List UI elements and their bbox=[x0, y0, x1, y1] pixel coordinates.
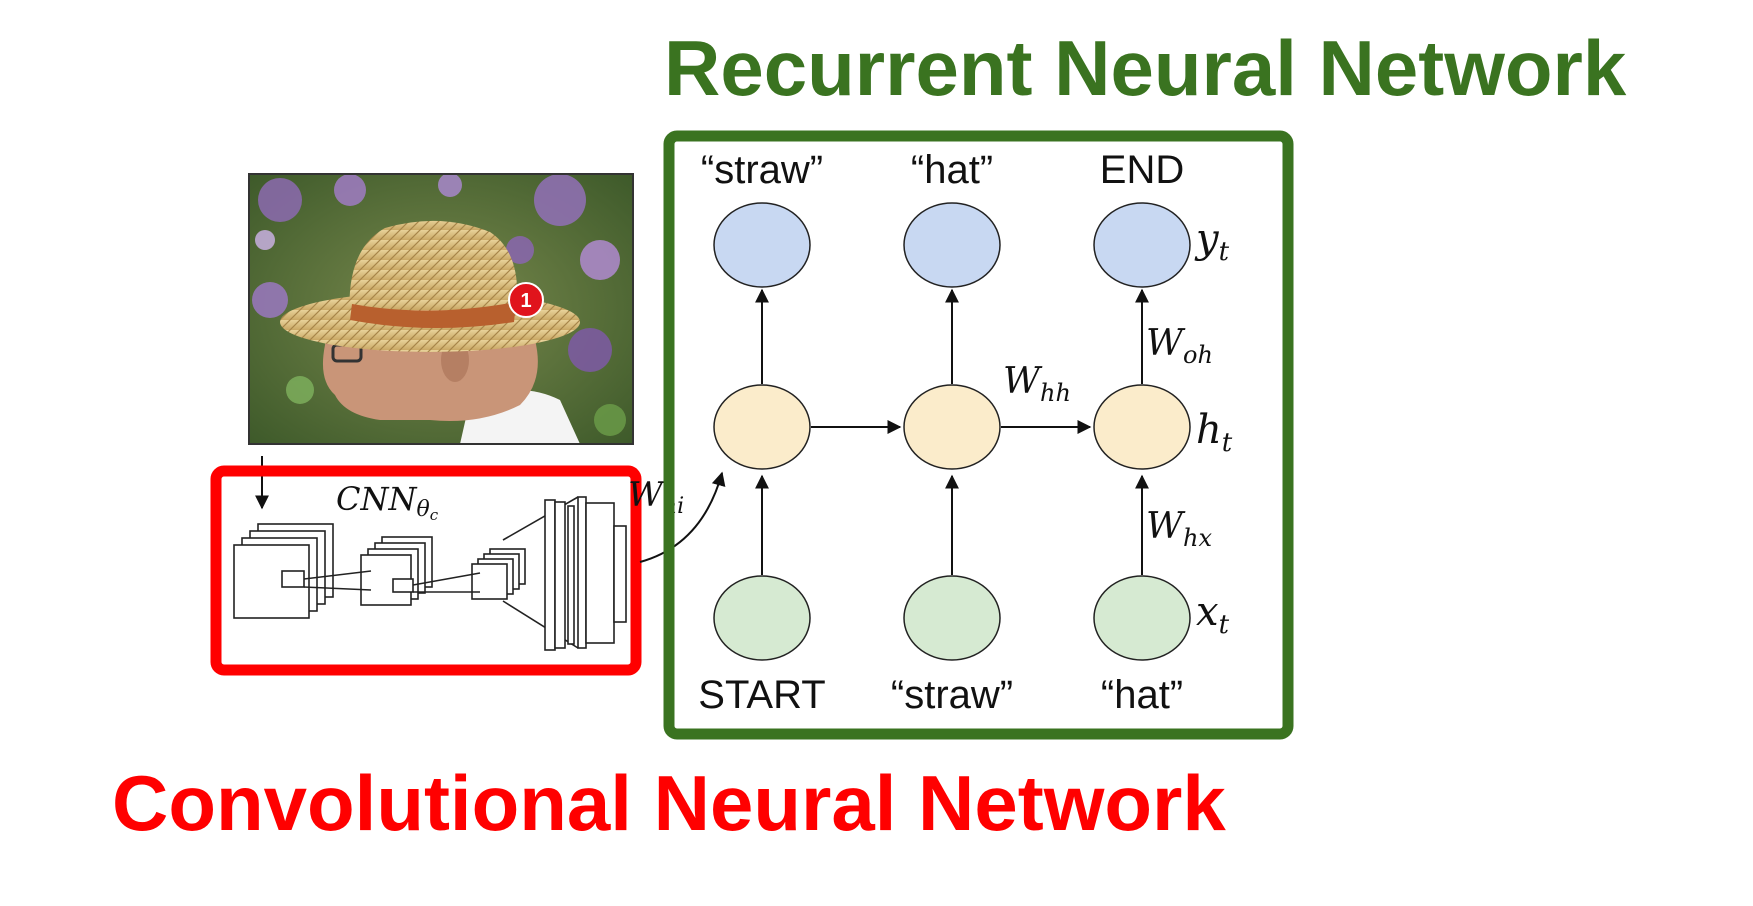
input-node-1 bbox=[713, 575, 811, 661]
input-photo: 1 bbox=[248, 173, 634, 445]
output-node-1 bbox=[713, 202, 811, 288]
input-word-1: START bbox=[698, 673, 825, 717]
hidden-node-2 bbox=[903, 384, 1001, 470]
y-t-label: yt bbox=[1194, 216, 1230, 267]
input-word-3: “hat” bbox=[1101, 673, 1183, 717]
output-word-2: “hat” bbox=[911, 148, 993, 192]
h-t-label: ht bbox=[1196, 407, 1233, 458]
rnn-highlight-box bbox=[663, 130, 1294, 740]
input-node-3 bbox=[1093, 575, 1191, 661]
cnn-schematic bbox=[233, 496, 627, 651]
input-node-2 bbox=[903, 575, 1001, 661]
hidden-node-1 bbox=[713, 384, 811, 470]
w-hi-label: Whi bbox=[628, 475, 684, 519]
output-node-2 bbox=[903, 202, 1001, 288]
output-word-3: END bbox=[1100, 148, 1184, 192]
annotation-badge-label: 1 bbox=[520, 290, 531, 312]
annotation-badge bbox=[508, 282, 544, 318]
w-hx-label: Whx bbox=[1146, 506, 1212, 552]
cnn-to-hidden-arrow bbox=[639, 471, 726, 563]
output-word-1: “straw” bbox=[701, 148, 823, 192]
w-hh-label: Whh bbox=[1003, 361, 1071, 407]
hidden-node-3 bbox=[1093, 384, 1191, 470]
rnn-title: Recurrent Neural Network bbox=[664, 24, 1627, 112]
output-node-3 bbox=[1093, 202, 1191, 288]
input-word-2: “straw” bbox=[891, 673, 1013, 717]
cnn-title: Convolutional Neural Network bbox=[112, 759, 1226, 847]
w-oh-label: Woh bbox=[1146, 323, 1213, 369]
cnn-label: CNNθc bbox=[336, 480, 439, 524]
cnn-highlight-box bbox=[210, 465, 642, 676]
x-t-label: xt bbox=[1196, 589, 1230, 640]
